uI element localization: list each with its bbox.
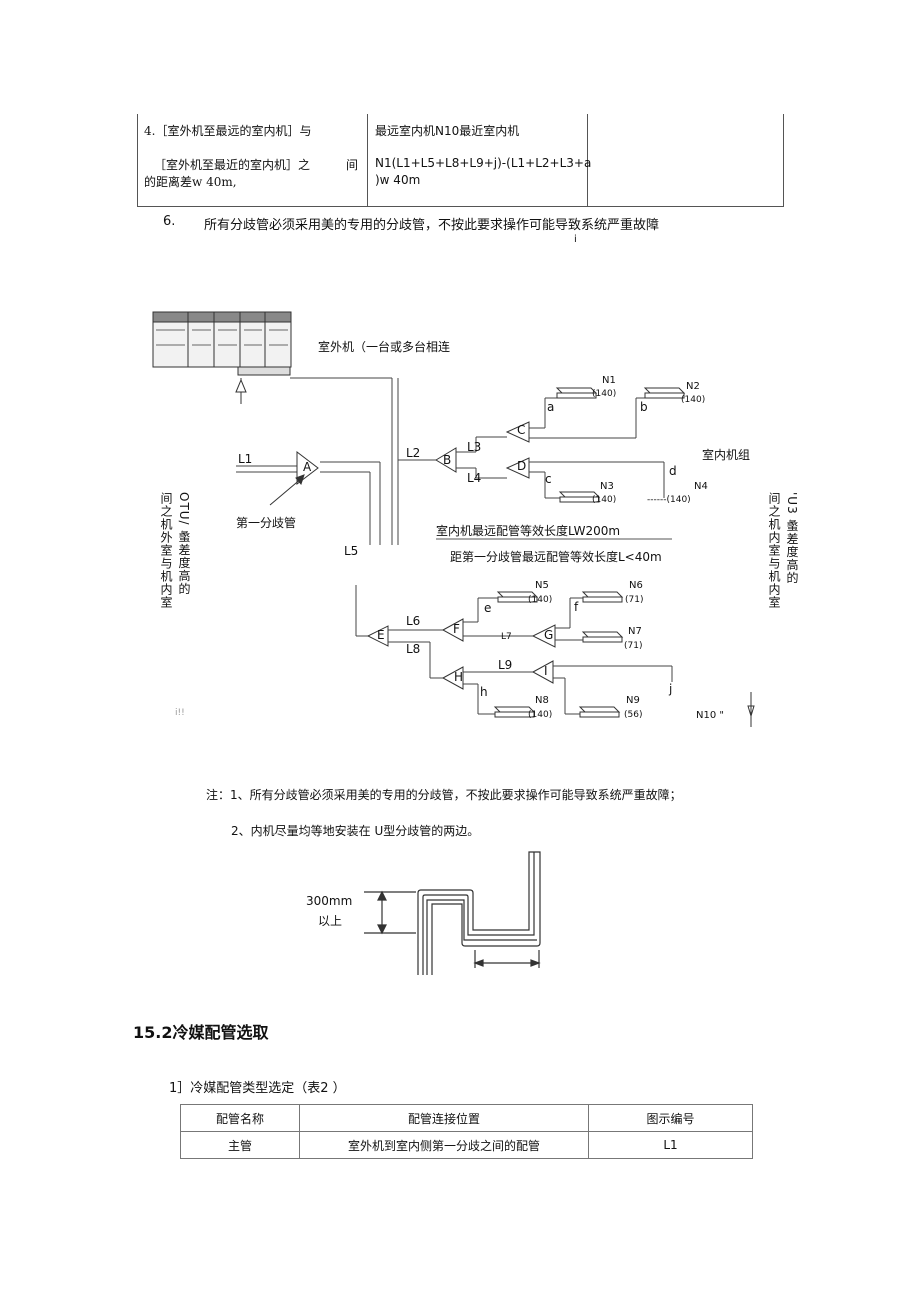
- table-cell: 室外机到室内侧第一分歧之间的配管: [299, 1131, 589, 1159]
- top-table-cell-2-line2: N1(L1+L5+L8+L9+j)-(L1+L2+L3+a: [375, 156, 592, 170]
- table-header-row: 配管名称 配管连接位置 图示编号: [180, 1104, 753, 1132]
- branch-label-h: H: [454, 670, 464, 684]
- pipe-label-l6: L6: [406, 614, 421, 628]
- branch-label-c: C: [517, 423, 526, 437]
- branch-e: [366, 625, 389, 647]
- left-vertical-text-2: 间之机外室与机内室: [159, 492, 173, 609]
- branch-label-a: A: [303, 460, 312, 474]
- table-cell: L1: [588, 1131, 753, 1159]
- indoor-group-label: 室内机组: [702, 448, 751, 462]
- u-pipe-dimension-label: 300mm: [306, 894, 353, 908]
- unit-n1-name: N1: [602, 375, 616, 386]
- segment-label-h: h: [480, 685, 488, 699]
- unit-n2-capacity: (140): [681, 395, 706, 405]
- u-pipe-diagram: [364, 851, 541, 975]
- u-pipe-dimension-label-2: 以上: [318, 914, 343, 928]
- diagram-note-line-1: 室内机最远配管等效长度LW200m: [436, 524, 621, 538]
- unit-n6-name: N6: [629, 580, 643, 591]
- branch-f: [441, 618, 464, 642]
- note-2: 2、内机尽量均等地安装在 U型分歧管的两边。: [231, 824, 480, 838]
- table-row: 主管 室外机到室内侧第一分歧之间的配管 L1: [180, 1131, 753, 1159]
- unit-n2-name: N2: [686, 381, 700, 392]
- table-border-col2: [587, 114, 588, 207]
- table-header-cell: 配管连接位置: [299, 1104, 589, 1132]
- pipe-label-l3: L3: [467, 440, 482, 454]
- first-branch-label: 第一分歧管: [236, 516, 297, 530]
- table-border-bottom: [137, 206, 784, 207]
- top-table-cell-1-line2: ［室外机至最近的室内机］之: [154, 158, 311, 172]
- section-subheading: 1］冷媒配管类型选定（表2 ）: [169, 1081, 346, 1096]
- segment-label-b: b: [640, 400, 648, 414]
- pipe-label-l2: L2: [406, 446, 421, 460]
- pipe-label-l8: L8: [406, 642, 421, 656]
- table-cell: 主管: [180, 1131, 300, 1159]
- section-heading: 15.2冷媒配管选取: [133, 1023, 269, 1042]
- table-header-cell: 图示编号: [588, 1104, 753, 1132]
- branch-g: [531, 624, 556, 648]
- unit-n10-name: N10 ": [696, 710, 724, 721]
- item-6-number: 6.: [163, 214, 176, 229]
- unit-n4-name: N4: [694, 481, 708, 492]
- pipe-type-table: 配管名称 配管连接位置 图示编号 主管 室外机到室内侧第一分歧之间的配管 L1: [180, 1104, 753, 1159]
- branch-c: [505, 421, 530, 443]
- table-header-cell: 配管名称: [180, 1104, 300, 1132]
- item-6-stray-mark: i: [574, 234, 577, 245]
- unit-n9-capacity: (56): [624, 710, 643, 720]
- segment-label-a: a: [547, 400, 555, 414]
- branch-b: [435, 447, 457, 473]
- branch-label-e: E: [377, 628, 385, 642]
- unit-n3-capacity: (140): [592, 495, 617, 505]
- outdoor-unit-label: 室外机（一台或多台相连: [318, 340, 451, 354]
- pipe-label-l9: L9: [498, 658, 513, 672]
- segment-label-f: f: [574, 600, 579, 614]
- unit-n1-capacity: (140): [592, 389, 617, 399]
- unit-n7-capacity: (71): [624, 641, 643, 651]
- right-vertical-text-2: 间之机内室与机内室: [767, 492, 781, 609]
- pipe-label-l7: L7: [501, 632, 512, 642]
- branch-h: [441, 666, 464, 690]
- branch-label-f: F: [453, 622, 460, 636]
- branch-d: [505, 457, 530, 479]
- pipe-label-l1: L1: [238, 452, 253, 466]
- unit-n4-capacity: ------(140): [647, 495, 691, 505]
- branch-label-g: G: [544, 628, 554, 642]
- top-table-cell-1-line2-end: 间: [346, 158, 359, 172]
- unit-n5-capacity: (140): [528, 595, 553, 605]
- unit-n8-capacity: (140): [528, 710, 553, 720]
- unit-n3-name: N3: [600, 481, 614, 492]
- top-table-cell-2-line3: )w 40m: [375, 173, 421, 187]
- table-border-left: [137, 114, 138, 207]
- left-vertical-text-1: OTU/ 䗍差度高的: [177, 492, 191, 596]
- unit-n9-name: N9: [626, 695, 640, 706]
- note-1: 注：1、所有分歧管必须采用美的专用的分歧管，不按此要求操作可能导致系统严重故障；: [206, 788, 682, 802]
- branch-i: [531, 660, 554, 684]
- unit-n6-capacity: (71): [625, 595, 644, 605]
- branch-label-i: I: [544, 664, 548, 678]
- unit-n7-name: N7: [628, 626, 642, 637]
- diagram-note-line-2: 距第一分歧管最远配管等效长度L<40m: [450, 550, 662, 564]
- piping-diagram: [152, 311, 755, 727]
- segment-label-d: d: [669, 464, 677, 478]
- right-vertical-text-1: 'U3 䗍差度高的: [785, 492, 799, 585]
- top-table-cell-1-line3: 的距离差w 40m,: [144, 175, 237, 189]
- table-border-col1: [367, 114, 368, 207]
- branch-label-d: D: [517, 459, 527, 473]
- outdoor-unit-image: [152, 311, 292, 376]
- top-table-cell-1-line1: 4.［室外机至最远的室内机］与: [144, 124, 312, 138]
- top-table-cell-2-line1: 最远室内机N10最近室内机: [375, 124, 520, 138]
- segment-label-j: j: [669, 682, 673, 696]
- table-border-right: [783, 114, 784, 207]
- item-6-text: 所有分歧管必须采用美的专用的分歧管，不按此要求操作可能导致系统严重故障: [204, 218, 660, 233]
- unit-n5-name: N5: [535, 580, 549, 591]
- unit-n8-name: N8: [535, 695, 549, 706]
- stray-mark: i!!: [175, 708, 185, 718]
- segment-label-c: c: [545, 472, 552, 486]
- pipe-label-l5: L5: [344, 544, 359, 558]
- segment-label-e: e: [484, 601, 492, 615]
- pipe-label-l4: L4: [467, 471, 482, 485]
- branch-label-b: B: [443, 453, 452, 467]
